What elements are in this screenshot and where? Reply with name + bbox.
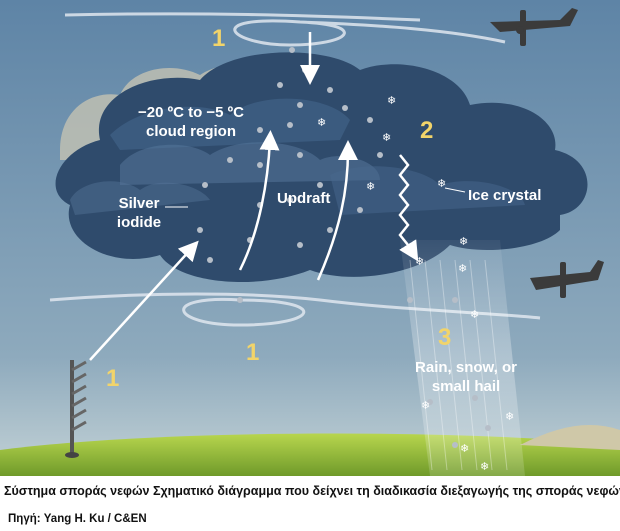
ice-crystal-pointer [444, 187, 466, 193]
ground-generator-tower-icon [65, 360, 87, 458]
storm-cloud [55, 52, 588, 282]
ice-crystals: ❄ ❄ ❄ ❄ ❄ ❄ ❄ ❄ ❄ ❄ ❄ ❄ ❄ [317, 94, 514, 473]
airplane-bottom-icon [530, 260, 604, 298]
updraft-label: Updraft [277, 190, 330, 207]
rain-streaks [409, 259, 508, 471]
ice-crystal-label: Ice crystal [468, 187, 541, 204]
svg-text:❄: ❄ [480, 460, 489, 473]
svg-text:❄: ❄ [458, 262, 467, 275]
step-1-top: 1 [212, 25, 225, 52]
svg-text:❄: ❄ [505, 410, 514, 423]
precipitation-shaft [400, 240, 525, 476]
step-1-middle: 1 [246, 339, 259, 366]
airflow-top [64, 12, 506, 47]
svg-text:❄: ❄ [459, 235, 468, 248]
svg-text:❄: ❄ [437, 177, 446, 190]
svg-text:❄: ❄ [387, 94, 396, 107]
step-1-ground: 1 [106, 365, 119, 392]
svg-text:❄: ❄ [317, 116, 326, 129]
svg-text:❄: ❄ [382, 131, 391, 144]
flow-arrows [89, 32, 419, 361]
figure-caption: Σύστημα σποράς νεφών Σχηματικό διάγραμμα… [4, 484, 620, 498]
svg-text:❄: ❄ [421, 399, 430, 412]
silver-iodide-particles [197, 47, 491, 448]
figure-source: Πηγή: Yang H. Ku / C&EN [8, 513, 147, 525]
airplane-top-icon [490, 8, 578, 46]
svg-text:❄: ❄ [415, 255, 424, 268]
step-2: 2 [420, 117, 433, 144]
svg-text:❄: ❄ [470, 308, 479, 321]
hill [520, 425, 620, 450]
svg-text:❄: ❄ [366, 180, 375, 193]
step-3: 3 [438, 324, 451, 351]
svg-text:❄: ❄ [460, 442, 469, 455]
